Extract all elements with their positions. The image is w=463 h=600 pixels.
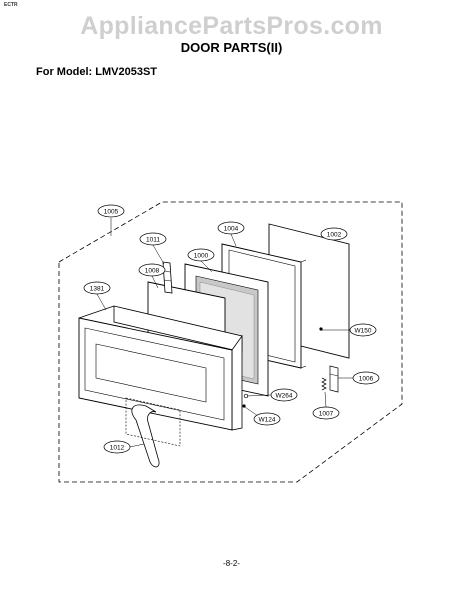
screw-w124-icon: [242, 404, 246, 408]
callout-1006: 1006: [352, 371, 380, 385]
callout-1005: 1005: [97, 204, 125, 218]
svg-text:1012: 1012: [110, 444, 125, 451]
callout-1008: 1008: [138, 263, 166, 277]
callout-1002: 1002: [320, 227, 348, 241]
callout-1004: 1004: [217, 221, 245, 235]
svg-text:1004: 1004: [224, 225, 239, 232]
model-line: For Model: LMV2053ST: [36, 66, 158, 78]
part-1006-hinge: [329, 365, 339, 393]
watermark: AppliancePartsPros.com: [80, 12, 383, 40]
svg-text:1008: 1008: [145, 267, 160, 274]
svg-text:1006: 1006: [359, 375, 374, 382]
svg-text:1002: 1002: [327, 231, 342, 238]
page-title: DOOR PARTS(II): [180, 40, 283, 55]
part-1007-spring: [321, 377, 327, 391]
svg-text:1005: 1005: [104, 208, 119, 215]
callout-1012: 1012: [103, 440, 131, 454]
svg-text:1381: 1381: [90, 285, 105, 292]
svg-text:W264: W264: [276, 392, 293, 399]
svg-text:1007: 1007: [319, 410, 334, 417]
page-number: -8-2-: [223, 559, 240, 568]
part-1012-handle: [125, 397, 181, 468]
callout-1007: 1007: [312, 406, 340, 420]
leader-lines: [96, 218, 353, 448]
callout-1011: 1011: [139, 232, 167, 246]
assembly-boundary: [58, 201, 403, 483]
svg-text:W124: W124: [259, 416, 276, 423]
corner-mark: ECTR: [4, 2, 18, 8]
screw-w150-icon: [319, 327, 323, 331]
svg-text:1011: 1011: [146, 236, 160, 243]
callout-w264: W264: [270, 388, 298, 402]
callout-1381: 1381: [83, 281, 111, 295]
part-1381-door-front: [78, 305, 243, 431]
callout-w124: W124: [253, 412, 281, 426]
svg-text:1000: 1000: [194, 252, 209, 259]
callout-1000: 1000: [187, 248, 215, 262]
svg-text:W150: W150: [355, 327, 372, 334]
callout-w150: W150: [349, 323, 377, 337]
